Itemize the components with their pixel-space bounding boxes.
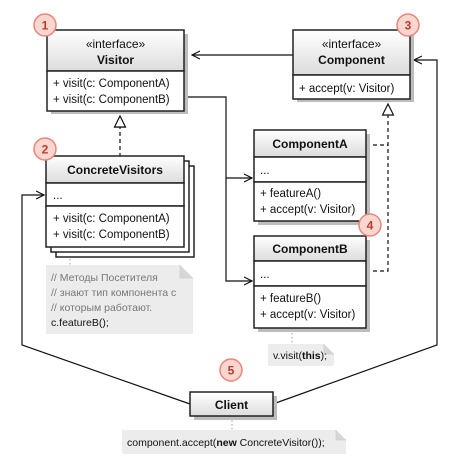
- badge-4: 4: [358, 213, 382, 237]
- component-methods-box: [292, 74, 411, 100]
- visitor-to-component-a-arrow: [187, 96, 252, 178]
- note-comment-line: // Методы Посетителя: [51, 272, 158, 284]
- badge-circle: [219, 358, 243, 382]
- realization-triangle-visitor: [113, 114, 127, 128]
- badge-number: 1: [42, 19, 49, 33]
- note-visitor-methods-bg: [46, 265, 193, 334]
- concrete-visitors-field: ...: [53, 190, 63, 202]
- component-name: Component: [318, 53, 385, 67]
- concrete-visitors-method: + visit(c: ComponentA): [53, 213, 170, 225]
- note-comment-line: // знают тип компонента с: [51, 287, 176, 299]
- concrete-visitors-method: + visit(c: ComponentB): [53, 229, 170, 241]
- component-b-field: ...: [260, 269, 270, 281]
- concrete-visitors-methods-box: [45, 205, 185, 248]
- component-b-name: ComponentB: [272, 242, 348, 256]
- component-a-field: ...: [260, 165, 270, 177]
- component-a-method: + featureA(): [260, 188, 321, 200]
- badge-number: 4: [367, 219, 374, 233]
- badge-2: 2: [33, 137, 57, 161]
- badge-number: 5: [228, 364, 235, 378]
- component-stereotype: «interface»: [322, 37, 382, 51]
- note-code-line: c.featureB();: [51, 317, 109, 329]
- note-fold: [335, 430, 346, 441]
- concrete-visitors-fields-box: [45, 182, 185, 207]
- component-b-class[interactable]: ComponentB ... + featureB() + accept(v: …: [253, 235, 370, 332]
- component-interface[interactable]: «interface» Component + accept(v: Visito…: [292, 29, 414, 102]
- component-b-fields-box: [253, 260, 367, 287]
- component-header: [292, 29, 411, 76]
- component-a-method: + accept(v: Visitor): [260, 204, 356, 216]
- realization-triangle-component: [381, 102, 395, 116]
- concrete-visitors-name: ConcreteVisitors: [67, 163, 163, 177]
- visitor-name: Visitor: [97, 53, 134, 67]
- client-to-concrete-visitors-arrow: [21, 195, 191, 405]
- visitor-method: + visit(c: ComponentA): [53, 78, 170, 90]
- note-client-code: component.accept(new ConcreteVisitor());: [127, 437, 325, 449]
- note-accept-code: v.visit(this);: [273, 350, 327, 362]
- note-accept-impl-bg: [268, 344, 334, 366]
- component-b-realization: [366, 145, 389, 272]
- note-client-call: component.accept(new ConcreteVisitor());: [122, 430, 346, 454]
- component-a-name: ComponentA: [272, 137, 348, 151]
- badge-5: 5: [219, 358, 243, 382]
- concrete-visitors-class[interactable]: ConcreteVisitors ... + visit(c: Componen…: [45, 155, 195, 258]
- component-a-class[interactable]: ComponentA ... + featureA() + accept(v: …: [253, 129, 370, 225]
- client-name: Client: [215, 398, 248, 412]
- client-box: [189, 391, 274, 417]
- note-fold: [179, 265, 193, 279]
- visitor-to-component-b-arrow: [225, 178, 252, 281]
- badge-circle: [396, 13, 420, 37]
- component-b-method: + accept(v: Visitor): [260, 309, 356, 321]
- client-to-component-arrow: [272, 60, 438, 405]
- badge-number: 2: [42, 143, 49, 157]
- badge-circle: [33, 137, 57, 161]
- badge-circle: [358, 213, 382, 237]
- component-a-fields-box: [253, 156, 367, 183]
- note-fold: [323, 344, 334, 355]
- note-comment-line: // которым работают.: [51, 302, 152, 314]
- concrete-visitors-header: [45, 155, 185, 184]
- client-class[interactable]: Client: [189, 391, 277, 420]
- note-visitor-methods: // Методы Посетителя // знают тип компон…: [46, 265, 193, 334]
- component-b-method: + featureB(): [260, 293, 321, 305]
- badge-1: 1: [33, 13, 57, 37]
- badge-3: 3: [396, 13, 420, 37]
- badge-number: 3: [405, 19, 412, 33]
- note-client-call-bg: [122, 430, 346, 454]
- visitor-interface[interactable]: «interface» Visitor + visit(c: Component…: [46, 29, 188, 114]
- visitor-stereotype: «interface»: [86, 37, 146, 51]
- visitor-header: [46, 29, 185, 72]
- visitor-method: + visit(c: ComponentB): [53, 94, 170, 106]
- note-accept-impl: v.visit(this);: [268, 344, 334, 366]
- badge-circle: [33, 13, 57, 37]
- component-b-header: [253, 235, 367, 262]
- component-a-methods-box: [253, 181, 367, 222]
- visitor-methods-box: [46, 70, 185, 112]
- component-b-methods-box: [253, 285, 367, 329]
- component-method: + accept(v: Visitor): [299, 83, 395, 95]
